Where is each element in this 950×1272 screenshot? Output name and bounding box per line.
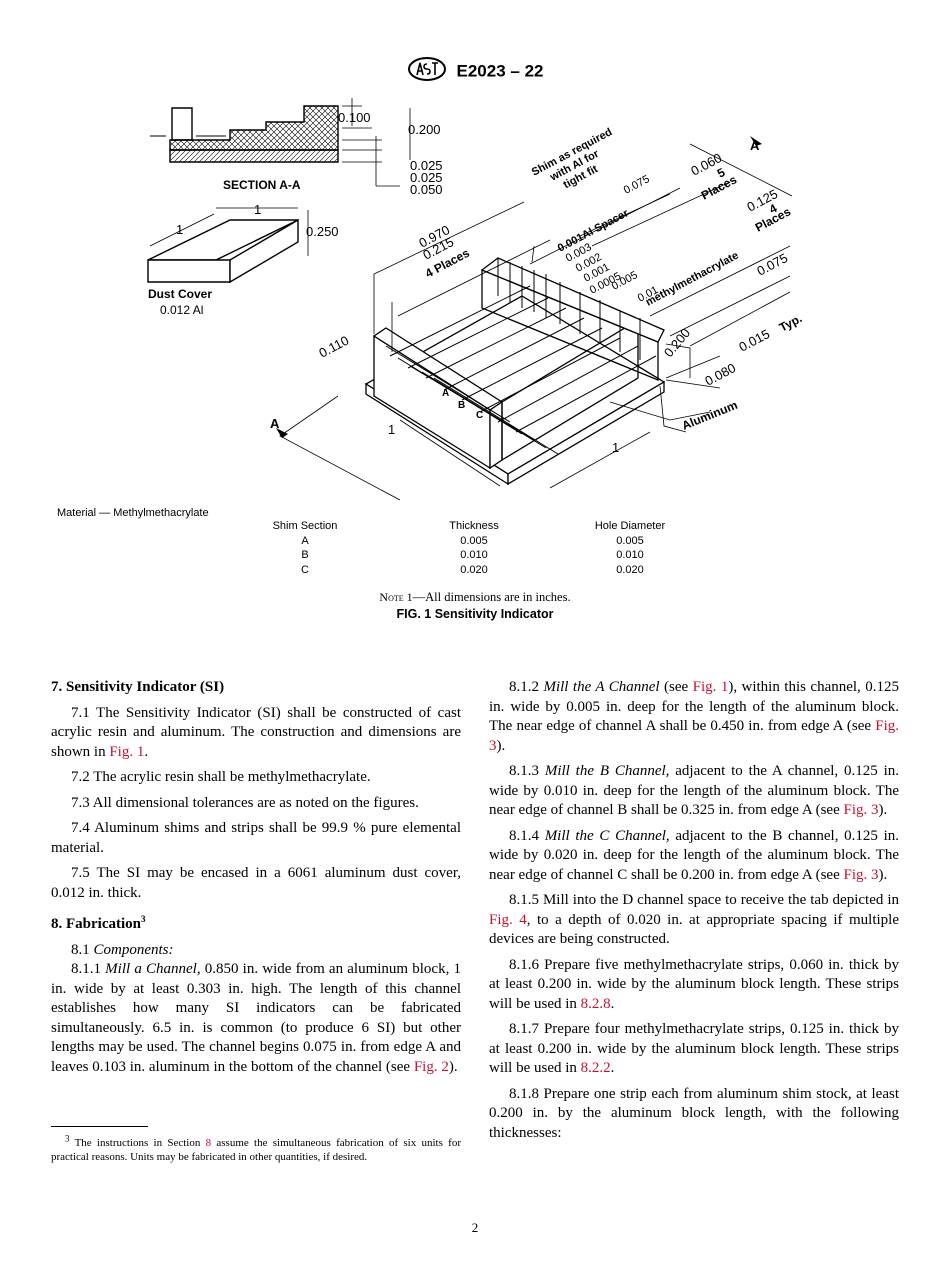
dust-cover-drawing: 1 1 0.250 Dust Cover 0.012 Al bbox=[147, 202, 339, 317]
astm-logo bbox=[407, 56, 447, 87]
dim-label: 0.200 bbox=[408, 122, 441, 137]
table-cell: B bbox=[301, 549, 309, 562]
page-number: 2 bbox=[471, 1220, 479, 1235]
section-8-2-8-link[interactable]: 8.2.8 bbox=[580, 995, 611, 1012]
fig-1-link[interactable]: Fig. 1 bbox=[109, 743, 145, 760]
right-column: 8.1.2 Mill the A Channel (see Fig. 1), w… bbox=[489, 678, 899, 1149]
table-cell: C bbox=[301, 563, 309, 576]
left-column: 7. Sensitivity Indicator (SI) 7.1 The Se… bbox=[51, 678, 461, 1083]
table-cell: 0.005 bbox=[616, 534, 644, 547]
paragraph-7-4: 7.4 Aluminum shims and strips shall be 9… bbox=[51, 820, 461, 856]
dim-0080: 0.080 bbox=[702, 360, 738, 389]
paragraph-8-1-6: 8.1.6 Prepare five methylmethacrylate st… bbox=[489, 956, 899, 1012]
paragraph-7-3: 7.3 All dimensional tolerances are as no… bbox=[71, 794, 419, 811]
dim-0075: 0.075 bbox=[622, 173, 652, 197]
fig-4-link[interactable]: Fig. 4 bbox=[489, 911, 527, 928]
fig-3-link[interactable]: Fig. 3 bbox=[843, 802, 879, 818]
table-row: A 0.005 0.005 bbox=[225, 534, 697, 549]
strip-lines bbox=[385, 258, 657, 455]
dim-label: 1 bbox=[176, 222, 183, 237]
dim-0075-side: 0.075 bbox=[754, 250, 790, 279]
dim-0110: 0.110 bbox=[316, 333, 351, 361]
dim-label: 1 bbox=[254, 202, 261, 217]
table-header-row: Shim Section Thickness Hole Diameter bbox=[225, 519, 697, 534]
aluminum-label: Aluminum bbox=[680, 398, 740, 433]
fig-3-link[interactable]: Fig. 3 bbox=[489, 718, 899, 754]
table-row: B 0.010 0.010 bbox=[225, 548, 697, 563]
note-prefix: Note 1 bbox=[379, 590, 413, 604]
document-number: E2023 – 22 bbox=[456, 61, 544, 81]
arrow-icon bbox=[276, 136, 762, 438]
channel-c-label: C bbox=[476, 410, 483, 421]
section-7-heading: 7. Sensitivity Indicator (SI) bbox=[51, 679, 225, 695]
fig-1-link[interactable]: Fig. 1 bbox=[692, 679, 729, 695]
dim-label: 0.050 bbox=[410, 182, 443, 197]
figure-caption: FIG. 1 Sensitivity Indicator bbox=[396, 607, 554, 621]
typ-label: Typ. bbox=[777, 311, 805, 335]
section-a-a-drawing: 0.100 0.200 0.025 0.025 0.050 SECTION A-… bbox=[150, 98, 443, 197]
section-8-heading: 8. Fabrication3 bbox=[51, 914, 146, 933]
section-label: SECTION A-A bbox=[223, 178, 301, 192]
shim-table: Shim Section Thickness Hole Diameter A 0… bbox=[225, 519, 697, 577]
section-a-marker: A bbox=[750, 138, 760, 153]
paragraph-7-1: 7.1 The Sensitivity Indicator (SI) shall… bbox=[51, 704, 461, 760]
section-a-marker: A bbox=[270, 416, 280, 431]
paragraph-8-1-4: 8.1.4 Mill the C Channel, adjacent to th… bbox=[489, 827, 899, 883]
table-row: C 0.020 0.020 bbox=[225, 563, 697, 578]
fig-3-link[interactable]: Fig. 3 bbox=[843, 866, 879, 883]
paragraph-7-5: 7.5 The SI may be encased in a 6061 alum… bbox=[51, 865, 461, 901]
table-cell: 0.010 bbox=[460, 549, 488, 562]
paragraph-8-1-2: 8.1.2 Mill the A Channel (see Fig. 1), w… bbox=[489, 679, 899, 754]
dim-label: 0.250 bbox=[306, 224, 339, 239]
fig-2-link[interactable]: Fig. 2 bbox=[413, 1058, 449, 1075]
footnote-ref[interactable]: 3 bbox=[141, 914, 146, 924]
paragraph-8-1: 8.1 Components: bbox=[71, 941, 174, 958]
footnote-divider bbox=[51, 1126, 148, 1127]
table-cell: 0.020 bbox=[616, 563, 644, 576]
dust-cover-label: Dust Cover bbox=[148, 287, 212, 301]
dim-label: 0.025 bbox=[410, 158, 443, 173]
table-cell: A bbox=[301, 534, 309, 547]
paragraph-8-1-5: 8.1.5 Mill into the D channel space to r… bbox=[489, 892, 899, 947]
figure-1-drawing: 0.100 0.200 0.025 0.025 0.050 SECTION A-… bbox=[130, 96, 820, 511]
svg-text:Shim as requiredwith Al fortig: Shim as requiredwith Al fortight fit bbox=[530, 126, 627, 201]
channel-a-label: A bbox=[442, 388, 449, 399]
dust-cover-material: 0.012 Al bbox=[160, 303, 203, 317]
paragraph-8-1-1: 8.1.1 Mill a Channel, 0.850 in. wide fro… bbox=[51, 961, 462, 1075]
dim-0015: 0.015 bbox=[736, 326, 772, 355]
al-spacer-label: 0.001Al Spacer bbox=[556, 207, 631, 255]
column-header: Shim Section bbox=[272, 520, 338, 533]
paragraph-8-1-7: 8.1.7 Prepare four methylmethacrylate st… bbox=[489, 1021, 899, 1076]
material-line: Material — Methylmethacrylate bbox=[57, 507, 209, 519]
dim-label: 0.100 bbox=[338, 110, 371, 125]
dim-label: 0.025 bbox=[410, 170, 443, 185]
section-8-link[interactable]: 8 bbox=[205, 1137, 212, 1149]
footnote: 3 The instructions in Section 8 assume t… bbox=[51, 1133, 461, 1163]
paragraph-8-1-8: 8.1.8 Prepare one strip each from alumin… bbox=[489, 1085, 899, 1141]
sensitivity-indicator-drawing bbox=[364, 257, 666, 486]
section-8-2-2-link[interactable]: 8.2.2 bbox=[580, 1060, 611, 1076]
page-header: E2023 – 22 bbox=[0, 56, 950, 87]
dim-label: 1 bbox=[388, 422, 395, 437]
methylmethacrylate-label: methylmethacrylate bbox=[644, 250, 741, 309]
figure-note: Note 1—All dimensions are in inches. bbox=[0, 590, 950, 605]
table-cell: 0.010 bbox=[616, 549, 644, 562]
column-header: Hole Diameter bbox=[594, 520, 666, 533]
dim-label: 1 bbox=[612, 440, 619, 455]
note-text: —All dimensions are in inches. bbox=[412, 590, 571, 604]
leader-lines bbox=[279, 143, 793, 501]
table-cell: 0.005 bbox=[460, 534, 488, 547]
dim-0200: 0.200 bbox=[661, 325, 693, 360]
paragraph-8-1-3: 8.1.3 Mill the B Channel, adjacent to th… bbox=[489, 763, 899, 818]
column-header: Thickness bbox=[449, 520, 499, 533]
table-cell: 0.020 bbox=[460, 563, 488, 576]
paragraph-7-2: 7.2 The acrylic resin shall be methylmet… bbox=[71, 769, 371, 785]
channel-b-label: B bbox=[458, 400, 465, 411]
